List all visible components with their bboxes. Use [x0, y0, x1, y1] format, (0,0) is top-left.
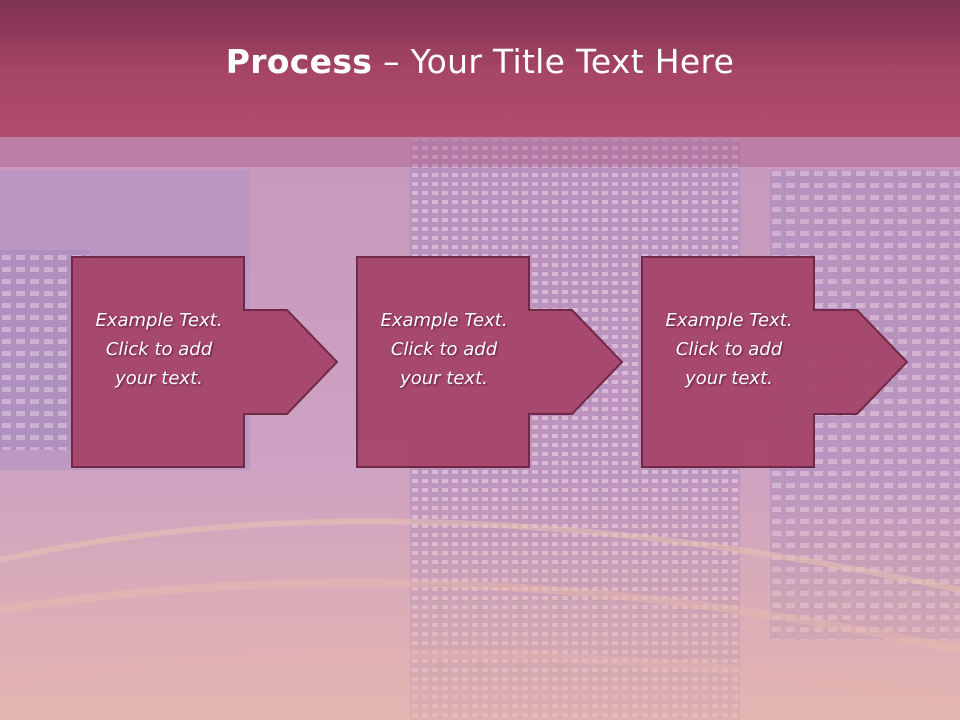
step-text-line-2: Click to add: [105, 339, 213, 360]
title-band: [0, 137, 960, 167]
title-bold-text: Process: [225, 42, 373, 81]
process-step-3[interactable]: Example Text. Click to add your text.: [641, 256, 911, 468]
step-text-line-3: your text.: [115, 368, 203, 389]
title-rest-text: – Your Title Text Here: [372, 42, 735, 81]
step-arrow-shape: [641, 256, 909, 468]
slide-title[interactable]: Process – Your Title Text Here: [226, 42, 735, 81]
process-step-2[interactable]: Example Text. Click to add your text.: [356, 256, 626, 468]
step-text[interactable]: Example Text. Click to add your text.: [75, 306, 243, 393]
step-text-line-1: Example Text.: [380, 310, 508, 331]
step-text[interactable]: Example Text. Click to add your text.: [645, 306, 813, 393]
step-text-line-2: Click to add: [675, 339, 783, 360]
process-step-1[interactable]: Example Text. Click to add your text.: [71, 256, 341, 468]
step-text-line-1: Example Text.: [665, 310, 793, 331]
step-text[interactable]: Example Text. Click to add your text.: [360, 306, 528, 393]
step-arrow-shape: [356, 256, 624, 468]
step-text-line-3: your text.: [400, 368, 488, 389]
step-arrow-shape: [71, 256, 339, 468]
step-text-line-2: Click to add: [390, 339, 498, 360]
title-bar: Process – Your Title Text Here: [0, 0, 960, 137]
step-text-line-3: your text.: [685, 368, 773, 389]
step-text-line-1: Example Text.: [95, 310, 223, 331]
